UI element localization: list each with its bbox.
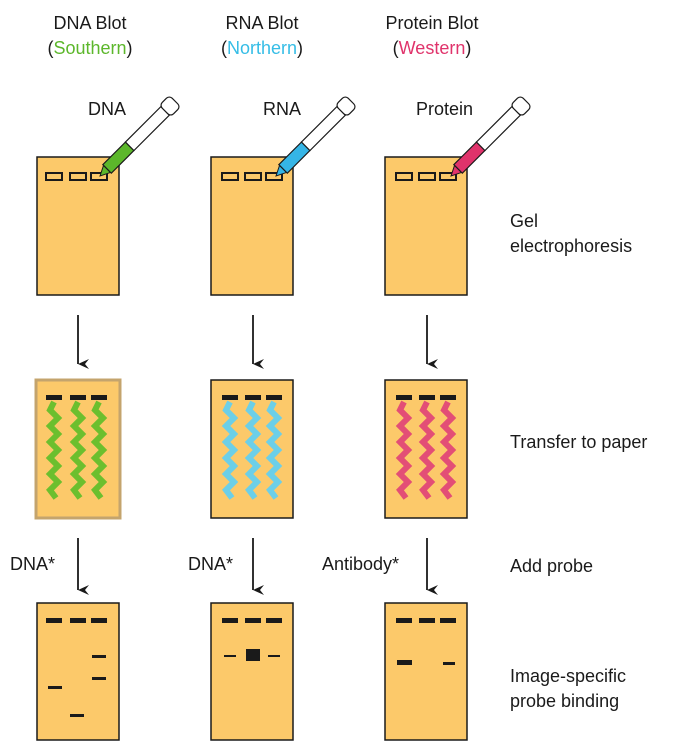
gel-well bbox=[396, 395, 412, 400]
rna-gel bbox=[210, 156, 294, 296]
band bbox=[70, 714, 84, 717]
dna-gel bbox=[36, 156, 120, 296]
paren-close: ) bbox=[465, 38, 472, 58]
band bbox=[91, 618, 107, 623]
protein-pipette-icon bbox=[450, 96, 531, 177]
gel-well bbox=[265, 172, 283, 181]
band bbox=[443, 662, 455, 665]
step-add-probe: Add probe bbox=[510, 556, 594, 576]
dna-smear bbox=[45, 400, 108, 500]
southern-label: Southern bbox=[53, 38, 127, 58]
step-binding-line2: probe binding bbox=[510, 691, 620, 711]
band bbox=[440, 618, 456, 623]
paren-close: ) bbox=[126, 38, 133, 58]
gel-well bbox=[69, 172, 87, 181]
rna-transfer-paper bbox=[210, 379, 294, 519]
dna-pipette-icon bbox=[99, 96, 180, 177]
dna-blot-title: DNA Blot bbox=[53, 13, 127, 33]
band bbox=[224, 655, 236, 657]
rna-pipette-icon bbox=[275, 96, 356, 177]
band bbox=[397, 660, 412, 665]
gel-well bbox=[245, 395, 261, 400]
band bbox=[92, 677, 106, 680]
band bbox=[222, 618, 238, 623]
band bbox=[48, 686, 62, 689]
paren-open: ( bbox=[47, 38, 54, 58]
protein-gel bbox=[384, 156, 468, 296]
band bbox=[268, 655, 280, 657]
paren-open: ( bbox=[392, 38, 399, 58]
step-gel-line1: Gel bbox=[510, 211, 539, 231]
rna-probe-label: DNA* bbox=[188, 554, 234, 574]
dna-blot-subtitle: (Southern) bbox=[20, 37, 160, 59]
rna-probe-result bbox=[210, 602, 294, 741]
step-binding-line1: Image-specific bbox=[510, 666, 627, 686]
band bbox=[419, 618, 435, 623]
gel-well bbox=[440, 395, 456, 400]
protein-sample-label: Protein bbox=[416, 99, 474, 119]
gel-well bbox=[244, 172, 262, 181]
gel-well bbox=[221, 172, 239, 181]
gel-well bbox=[266, 395, 282, 400]
dna-probe-result bbox=[36, 602, 120, 741]
band bbox=[266, 618, 282, 623]
band bbox=[396, 618, 412, 623]
gel-well bbox=[419, 395, 435, 400]
gel-well bbox=[46, 395, 62, 400]
dna-sample-label: DNA bbox=[88, 99, 127, 119]
band bbox=[246, 649, 260, 661]
gel-well bbox=[222, 395, 238, 400]
band bbox=[92, 655, 106, 658]
rna-blot-title: RNA Blot bbox=[225, 13, 299, 33]
dna-probe-label: DNA* bbox=[10, 554, 56, 574]
band bbox=[70, 618, 86, 623]
protein-transfer-paper bbox=[384, 379, 468, 519]
paren-open: ( bbox=[220, 38, 227, 58]
northern-label: Northern bbox=[226, 38, 298, 58]
gel-well bbox=[70, 395, 86, 400]
rna-blot-subtitle: (Northern) bbox=[192, 37, 332, 59]
step-gel-line2: electrophoresis bbox=[510, 236, 633, 256]
band bbox=[46, 618, 62, 623]
protein-blot-subtitle: (Western) bbox=[362, 37, 502, 59]
gel-well bbox=[45, 172, 63, 181]
band bbox=[245, 618, 261, 623]
protein-probe-result bbox=[384, 602, 468, 741]
rna-sample-label: RNA bbox=[263, 99, 302, 119]
gel-well bbox=[418, 172, 436, 181]
gel-well bbox=[91, 395, 107, 400]
rna-smear bbox=[221, 400, 283, 500]
gel-well bbox=[439, 172, 457, 181]
gel-well bbox=[395, 172, 413, 181]
western-label: Western bbox=[398, 38, 466, 58]
paren-close: ) bbox=[297, 38, 304, 58]
protein-blot-title: Protein Blot bbox=[385, 13, 479, 33]
protein-probe-label: Antibody* bbox=[322, 554, 400, 574]
dna-transfer-paper bbox=[34, 378, 122, 520]
gel-well bbox=[90, 172, 108, 181]
step-transfer: Transfer to paper bbox=[510, 432, 648, 452]
protein-smear bbox=[395, 400, 457, 500]
